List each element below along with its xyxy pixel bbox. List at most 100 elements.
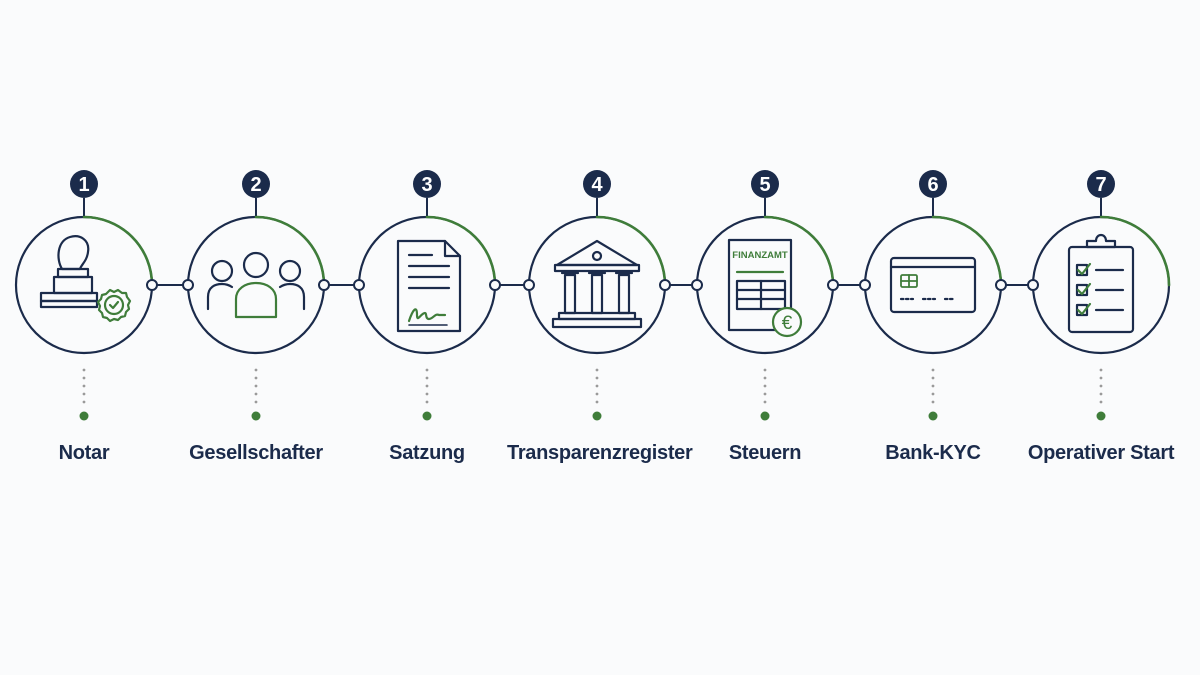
connector-node (827, 279, 839, 291)
dotted-guide (931, 368, 935, 372)
step-ring (695, 215, 835, 355)
dotted-guide (425, 392, 429, 396)
dotted-guide (763, 376, 767, 380)
step-badge-1: 1 (70, 170, 98, 198)
dotted-guide (82, 392, 86, 396)
dotted-guide (763, 368, 767, 372)
step-6 (863, 215, 1003, 355)
step-number: 1 (78, 174, 89, 196)
label-marker-dot (422, 411, 432, 421)
step-label-transparenzregister: Transparenzregister (507, 442, 693, 464)
progress-arc (1099, 215, 1171, 287)
label-marker-dot (1096, 411, 1106, 421)
progress-arc (931, 215, 1003, 287)
dotted-guide (254, 392, 258, 396)
dotted-guide (82, 368, 86, 372)
step-number: 2 (250, 174, 261, 196)
badge-circle (70, 170, 98, 198)
dotted-guide (931, 392, 935, 396)
progress-arc (763, 215, 835, 287)
dotted-guide (254, 400, 258, 404)
step-badge-7: 7 (1087, 170, 1115, 198)
connector-node (691, 279, 703, 291)
dotted-guide (82, 400, 86, 404)
progress-arc (425, 215, 497, 287)
label-marker-dot (251, 411, 261, 421)
register-building-icon (551, 239, 643, 329)
step-badge-2: 2 (242, 170, 270, 198)
bank-card-icon (889, 256, 977, 314)
step-badge-5: 5 (751, 170, 779, 198)
connector-node (318, 279, 330, 291)
dotted-guide (82, 384, 86, 388)
dotted-guide (254, 384, 258, 388)
dotted-guide (82, 376, 86, 380)
dotted-guide (931, 376, 935, 380)
dotted-guide (1099, 392, 1103, 396)
shareholders-icon (206, 251, 306, 319)
label-marker-dot (79, 411, 89, 421)
euro-symbol: € (782, 313, 793, 334)
step-5: FINANZAMT € (695, 215, 835, 355)
dotted-guide (425, 400, 429, 404)
step-number: 3 (421, 174, 432, 196)
dotted-guide (763, 384, 767, 388)
dotted-guide (1099, 400, 1103, 404)
step-badge-4: 4 (583, 170, 611, 198)
tax-office-form-icon: FINANZAMT € (727, 238, 803, 338)
connector-node (353, 279, 365, 291)
connector-node (182, 279, 194, 291)
progress-arc (82, 215, 154, 287)
dotted-guide (763, 400, 767, 404)
step-2 (186, 215, 326, 355)
progress-arc (595, 215, 667, 287)
dotted-guide (254, 376, 258, 380)
signed-document-icon (396, 239, 462, 333)
label-marker-dot (928, 411, 938, 421)
step-number: 4 (591, 174, 603, 196)
step-badges: 1 2 3 4 5 6 7 (70, 170, 1115, 291)
finanzamt-text: FINANZAMT (732, 250, 788, 261)
badge-circle (413, 170, 441, 198)
connector-node (489, 279, 501, 291)
step-label-notar: Notar (58, 442, 110, 464)
dotted-guide (425, 384, 429, 388)
step-label-gesellschafter: Gesellschafter (189, 442, 323, 464)
dotted-guide (1099, 368, 1103, 372)
badge-circle (751, 170, 779, 198)
checklist-clipboard-icon (1067, 233, 1135, 334)
step-badge-6: 6 (919, 170, 947, 198)
connector-node (146, 279, 158, 291)
step-ring (863, 215, 1003, 355)
dotted-guide (595, 384, 599, 388)
connector-node (659, 279, 671, 291)
step-number: 7 (1095, 174, 1106, 196)
connector-node (523, 279, 535, 291)
step-label-steuern: Steuern (728, 442, 802, 464)
step-7 (1031, 215, 1171, 355)
badge-circle (583, 170, 611, 198)
step-label-satzung: Satzung (389, 442, 465, 464)
dotted-guide (595, 400, 599, 404)
dotted-guide (254, 368, 258, 372)
dotted-guide (931, 384, 935, 388)
step-number: 5 (759, 174, 770, 196)
label-marker-dot (592, 411, 602, 421)
dotted-guide (595, 376, 599, 380)
dotted-guide (595, 368, 599, 372)
step-3 (357, 215, 497, 355)
dotted-guide (425, 376, 429, 380)
dotted-guide (1099, 376, 1103, 380)
connector-node (859, 279, 871, 291)
step-label-operativer-start: Operativer Start (1027, 442, 1175, 464)
step-label-bank-kyc: Bank-KYC (885, 442, 981, 464)
step-ring (14, 215, 154, 355)
step-ring (186, 215, 326, 355)
step-number: 6 (927, 174, 938, 196)
badge-circle (1087, 170, 1115, 198)
step-ring (527, 215, 667, 355)
progress-arc (254, 215, 326, 287)
connector-node (995, 279, 1007, 291)
